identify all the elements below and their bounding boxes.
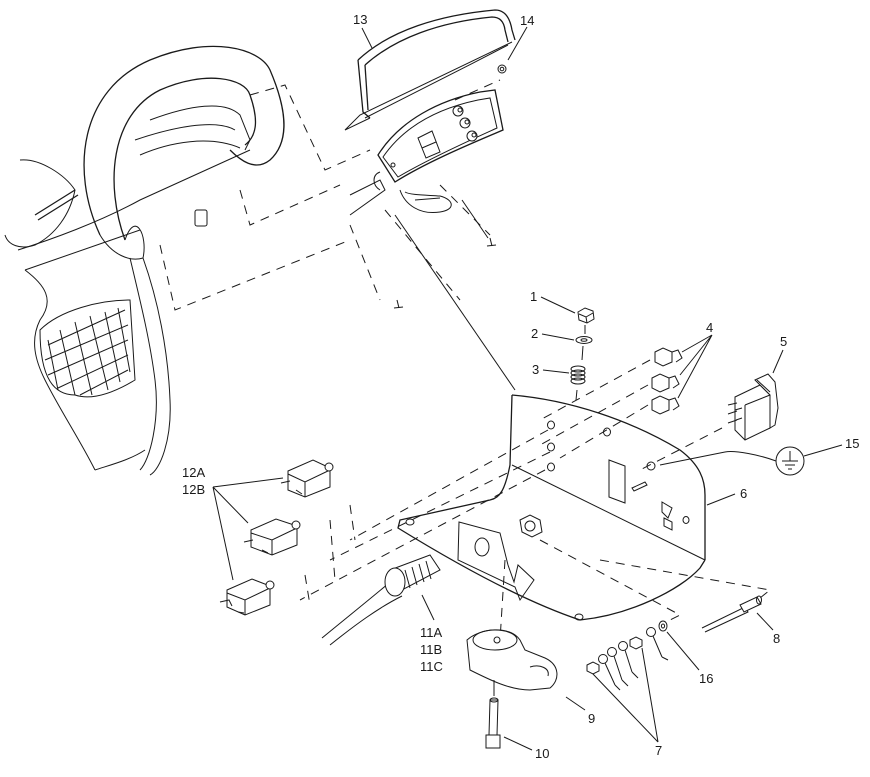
grille-mesh [44, 307, 131, 396]
callout-6: 6 [740, 486, 748, 501]
callout-12b: 12B [182, 482, 206, 497]
callout-2: 2 [531, 326, 539, 341]
leader-7 [592, 647, 659, 743]
callout-9: 9 [588, 711, 596, 726]
part-9-clamp-base [466, 629, 558, 691]
callout-12a: 12A [182, 465, 206, 480]
leader-12 [212, 477, 284, 581]
callout-11a: 11A [420, 625, 443, 640]
callout-15: 15 [845, 436, 860, 451]
callout-10: 10 [535, 746, 550, 761]
console-screws [393, 199, 497, 309]
leader-2 [541, 333, 575, 341]
part-14-screw [497, 64, 507, 74]
callout-14: 14 [520, 13, 535, 28]
assembly-lines-lights [539, 359, 651, 459]
part-12-circuit-breakers [219, 459, 334, 616]
leader-6 [706, 493, 736, 506]
part-axis-1-3 [575, 325, 586, 401]
part-6-mounting-bracket [397, 394, 706, 621]
callout-16: 16 [699, 671, 714, 686]
callout-7: 7 [655, 743, 663, 758]
callout-11c: 11C [420, 659, 443, 674]
leader-3 [542, 369, 570, 374]
callout-1: 1 [530, 289, 538, 304]
callout-3: 3 [532, 362, 540, 377]
callout-8: 8 [773, 631, 781, 646]
callout-5: 5 [780, 334, 788, 349]
part-15-ground-symbol [775, 446, 805, 476]
leader-10 [503, 736, 533, 751]
part-7-ring-terminals [586, 627, 669, 691]
control-console [349, 89, 504, 216]
part-5-rocker-switch [727, 373, 779, 441]
leader-4 [677, 334, 713, 399]
part-2-washer [575, 336, 593, 344]
part-1-nut [577, 307, 595, 324]
part-13-cover-guard [344, 9, 516, 131]
leader-13 [361, 27, 373, 49]
leader-16 [666, 631, 700, 671]
leader-9 [565, 696, 586, 711]
leader-15-right [803, 444, 843, 457]
part-8-connector-pin [701, 595, 762, 633]
reference-line-console-bracket [394, 214, 516, 391]
callout-4: 4 [706, 320, 714, 335]
leader-15 [659, 451, 777, 466]
assembly-lines-top [159, 79, 501, 311]
leader-11 [421, 594, 435, 621]
assembly-lines-bracket [299, 429, 772, 641]
leader-8 [756, 612, 774, 631]
callout-11b: 11B [420, 642, 443, 657]
part-11-cable-gland [321, 554, 441, 646]
leader-14 [507, 26, 528, 61]
machine-handle-body [4, 45, 285, 476]
part-16-washer [658, 620, 668, 632]
leader-5 [772, 349, 784, 374]
callout-13: 13 [353, 12, 368, 27]
leader-1 [540, 296, 576, 314]
part-10-screw [485, 697, 501, 749]
part-4-indicator-lights [651, 347, 683, 415]
part-3-spring [570, 365, 586, 385]
